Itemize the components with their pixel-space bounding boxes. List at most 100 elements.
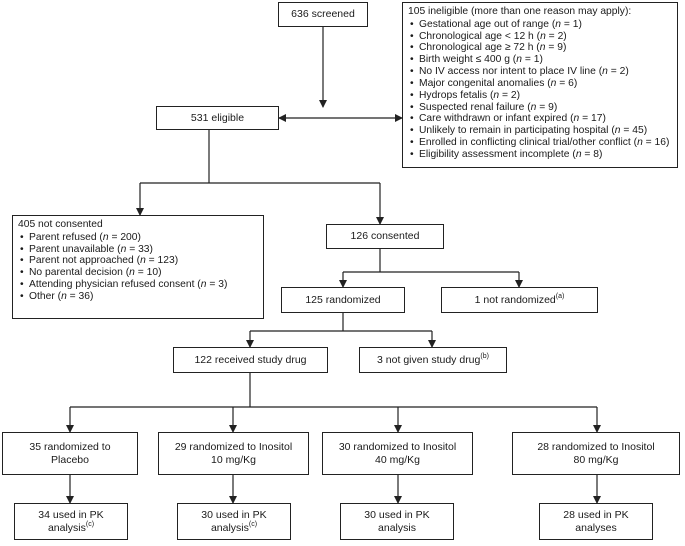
ineligible-reason-n-symbol: n (637, 137, 643, 149)
ineligible-reason-item-count: 2 (619, 66, 626, 78)
node-arm-inositol-40: 30 randomized to Inositol 40 mg/Kg (322, 432, 473, 475)
ineligible-reason-item-count: 45 (632, 125, 644, 137)
node-screened: 636 screened (278, 2, 368, 27)
ineligible-reason-item: Enrolled in conflicting clinical trial/o… (410, 137, 672, 149)
not-consented-reason-item-count: 36 (78, 290, 91, 302)
node-consented-label: 126 consented (350, 230, 420, 243)
ineligible-reason-item-count: 1 (572, 18, 579, 30)
ineligible-reason-item: Birth weight ≤ 400 g (n = 1) (410, 54, 672, 66)
pk-1-line1: 34 used in PK (38, 509, 104, 522)
arm-4-line1: 28 randomized to Inositol (537, 441, 655, 454)
arm-2-line2: 10 mg/Kg (211, 453, 256, 466)
ineligible-reason-item-count: 9 (557, 42, 563, 54)
node-pk-placebo: 34 used in PK analysis(c) (14, 503, 128, 540)
node-ineligible-title: 105 ineligible (more than one reason may… (408, 6, 632, 17)
ineligible-reason-item: Chronological age ≥ 72 h (n = 9) (410, 42, 672, 54)
node-pk-inositol-40: 30 used in PK analysis (340, 503, 454, 540)
ineligible-reason-n-symbol: n (614, 125, 621, 137)
not-consented-reason-item-count: 33 (138, 243, 150, 255)
ineligible-reason-item: Eligibility assessment incomplete (n = 8… (410, 148, 672, 161)
not-consented-reason-item-count: 10 (146, 267, 159, 279)
arm-1-line1: 35 randomized to (29, 441, 111, 454)
ineligible-reason-n-symbol: n (540, 30, 546, 42)
ineligible-reason-item-count: 9 (548, 101, 554, 113)
ineligible-reason-item-text: Unlikely to remain in participating hosp… (419, 125, 609, 137)
arm-4-line2: 80 mg/Kg (573, 453, 619, 466)
node-ineligible: 105 ineligible (more than one reason may… (402, 2, 678, 168)
pk-4-line2: analyses (575, 521, 617, 534)
not-consented-reason-item-text: Other (29, 290, 55, 302)
pk-2-line1: 30 used in PK (201, 509, 267, 522)
node-pk-inositol-80: 28 used in PK analyses (539, 503, 653, 540)
ineligible-reason-n-symbol: n (530, 101, 537, 113)
ineligible-reason-n-symbol: n (550, 77, 557, 89)
ineligible-reason-item-count: 8 (593, 148, 600, 160)
ineligible-reason-n-symbol: n (575, 148, 582, 160)
not-consented-reason-n-symbol: n (129, 267, 135, 279)
node-not-given-label: 3 not given study drug (377, 353, 481, 366)
node-eligible: 531 eligible (156, 106, 279, 130)
node-not-randomized-label: 1 not randomized (474, 293, 556, 306)
not-consented-reason-n-symbol: n (102, 231, 109, 243)
node-arm-inositol-80: 28 randomized to Inositol 80 mg/Kg (512, 432, 680, 475)
ineligible-reason-item-count: 2 (557, 30, 564, 42)
arm-2-line1: 29 randomized to Inositol (174, 441, 293, 454)
pk-1-line2-wrap: analysis(c) (47, 520, 95, 534)
arm-3-line1: 30 randomized to Inositol (338, 441, 457, 454)
ineligible-reason-item-text: Chronological age < 12 h (419, 30, 534, 42)
not-consented-reason-n-symbol: n (140, 255, 146, 267)
ineligible-reason-item-count: 1 (533, 54, 540, 66)
ineligible-reason-n-symbol: n (573, 113, 580, 125)
ineligible-reason-item-count: 16 (654, 137, 667, 149)
ineligible-reason-n-symbol: n (555, 18, 561, 30)
not-consented-reason-item-text: No parental decision (29, 267, 123, 279)
ineligible-reason-item-count: 17 (591, 113, 603, 125)
node-eligible-label: 531 eligible (190, 111, 245, 124)
ineligible-reason-item-text: Suspected renal failure (419, 101, 525, 113)
not-consented-reason-item: Parent unavailable (n = 33) (20, 243, 258, 256)
node-pk-inositol-10: 30 used in PK analysis(c) (177, 503, 291, 540)
ineligible-reason-item-text: Chronological age ≥ 72 h (419, 42, 534, 54)
not-consented-reason-item-count: 123 (157, 255, 175, 267)
ineligible-reason-item: Suspected renal failure (n = 9) (410, 101, 672, 114)
node-received-drug: 122 received study drug (173, 347, 328, 373)
node-received-drug-label: 122 received study drug (194, 353, 307, 366)
node-randomized-label: 125 randomized (305, 293, 381, 306)
not-consented-reason-item: Other (n = 36) (20, 290, 258, 303)
ineligible-reason-item: Care withdrawn or infant expired (n = 17… (410, 113, 672, 125)
ineligible-reason-item: Major congenital anomalies (n = 6) (410, 77, 672, 90)
not-consented-reason-item-text: Parent refused (29, 231, 97, 243)
node-consented: 126 consented (326, 224, 444, 249)
ineligible-reason-item: No IV access nor intent to place IV line… (410, 66, 672, 78)
not-consented-reason-item-text: Parent unavailable (29, 243, 115, 255)
node-not-consented: 405 not consented Parent refused (n = 20… (12, 215, 264, 319)
ineligible-reason-item: Chronological age < 12 h (n = 2) (410, 30, 672, 43)
ineligible-reason-item: Hydrops fetalis (n = 2) (410, 89, 672, 102)
ineligible-reason-n-symbol: n (516, 54, 522, 66)
ineligible-reason-item-text: No IV access nor intent to place IV line (419, 66, 596, 78)
ineligible-reason-item-text: Enrolled in conflicting clinical trial/o… (419, 137, 631, 149)
pk-1-line2: analysis (47, 521, 86, 534)
not-consented-reason-item-count: 3 (218, 279, 224, 291)
arm-3-line2: 40 mg/Kg (375, 453, 420, 466)
not-consented-reason-item: No parental decision (n = 10) (20, 267, 258, 279)
not-consented-reasons-list: Parent refused (n = 200)Parent unavailab… (18, 232, 258, 303)
not-consented-reason-item-count: 200 (120, 231, 138, 243)
ineligible-reason-item: Unlikely to remain in participating hosp… (410, 125, 672, 137)
not-consented-reason-item-text: Attending physician refused consent (29, 279, 195, 291)
node-not-given-text: 3 not given study drug(b) (377, 353, 489, 366)
not-consented-reason-n-symbol: n (120, 243, 127, 255)
node-not-given-drug: 3 not given study drug(b) (359, 347, 507, 373)
arm-1-line2: Placebo (51, 453, 89, 466)
node-not-consented-title: 405 not consented (18, 219, 103, 230)
node-randomized: 125 randomized (281, 287, 405, 313)
node-not-randomized: 1 not randomized(a) (441, 287, 598, 313)
footnote-c-1: (c) (85, 520, 95, 528)
ineligible-reason-item-count: 6 (568, 77, 574, 89)
ineligible-reason-item-text: Care withdrawn or infant expired (419, 113, 568, 125)
ineligible-reason-item-text: Eligibility assessment incomplete (419, 148, 570, 160)
not-consented-reason-item: Parent not approached (n = 123) (20, 255, 258, 267)
pk-2-line2: analysis (210, 521, 249, 534)
ineligible-reason-item-count: 2 (510, 89, 517, 101)
ineligible-reason-n-symbol: n (539, 42, 546, 54)
